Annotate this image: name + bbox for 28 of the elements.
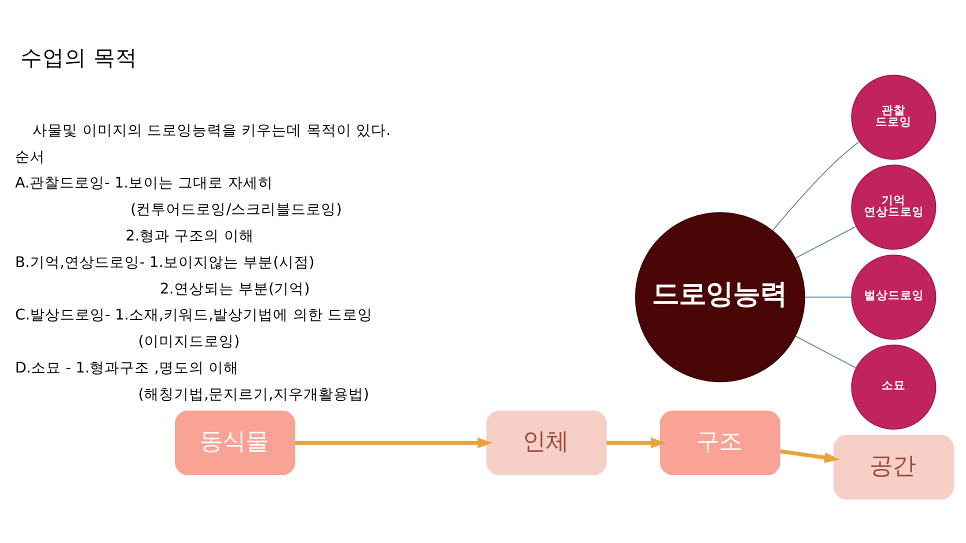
label: B.기억,연상드로잉- 1.보이지않는 부분(시점) — [15, 254, 315, 271]
label: A.관찰드로잉- 1.보이는 그대로 자세히 — [15, 174, 273, 192]
node-box: 공간 — [834, 435, 954, 500]
label: (컨투어드로잉/스크리블드로잉) — [130, 201, 342, 218]
arrow — [606, 438, 666, 448]
label: 사물및 이미지의 드로잉능력을 키우는데 목적이 있다. — [32, 122, 391, 139]
node-circle: 관찰 드로잉 — [851, 74, 936, 160]
node-circle: 드로잉능력 — [635, 212, 806, 382]
label: 2.연상되는 부분(기억) — [160, 280, 310, 298]
diagram-title: 수업의 목적 — [20, 46, 138, 72]
connector — [772, 141, 860, 232]
label: 순서 — [15, 148, 46, 166]
connector — [794, 226, 857, 259]
arrow — [780, 449, 840, 463]
node-box: 동식물 — [174, 410, 296, 476]
node-box: 인체 — [486, 410, 607, 476]
label: C.발상드로잉- 1.소재,키워드,발상기법에 의한 드로잉 — [15, 306, 373, 324]
label: (이미지드로잉) — [138, 333, 240, 350]
connector — [794, 336, 857, 368]
label: D.소묘 - 1.형과구조 ,명도의 이해 — [15, 359, 239, 376]
node-circle: 벌상드로잉 — [851, 254, 936, 340]
node-circle: 소묘 — [851, 344, 936, 430]
node-box: 구조 — [660, 410, 780, 476]
connector — [804, 296, 852, 298]
arrow — [295, 438, 493, 448]
label: (해칭기법,문지르기,지우개활용법) — [138, 386, 370, 403]
node-circle: 기억 연상드로잉 — [851, 164, 936, 250]
label: 2.형과 구조의 이해 — [126, 227, 254, 244]
